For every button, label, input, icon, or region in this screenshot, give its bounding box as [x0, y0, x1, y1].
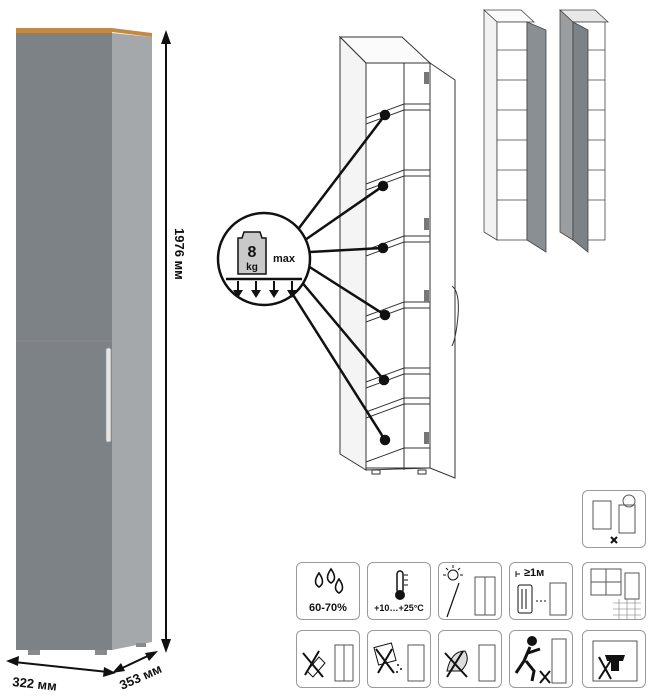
cabinet-lower-door [16, 342, 112, 650]
cabinet-foot [95, 650, 107, 655]
weight-number: 8 [248, 244, 257, 261]
width-dimension-arrow [6, 656, 116, 677]
small-view-white [482, 9, 547, 253]
max-label: max [273, 253, 296, 265]
humidity-label: 60-70% [309, 602, 347, 614]
no-climbing-icon [509, 630, 573, 688]
depth-dimension-arrow [112, 651, 158, 673]
cabinet-door-handle [105, 347, 112, 443]
open-door [429, 62, 456, 479]
no-wet-cleaning-icon [296, 630, 360, 688]
weight-icon [237, 231, 267, 275]
sunlight-icon [438, 562, 502, 620]
small-view-gray [558, 9, 610, 253]
cabinet-foot [136, 643, 146, 647]
wall-mount-icon [582, 490, 646, 548]
no-overload-icon [582, 630, 646, 688]
no-chemicals-icon [438, 630, 502, 688]
distance-label: ≥1м [524, 567, 545, 579]
heater-distance-icon: ≥1м [509, 562, 573, 620]
temperature-icon: +10…+25°C [367, 562, 431, 620]
cabinet-side-panel [112, 33, 152, 650]
height-dimension-arrow [161, 30, 171, 653]
temperature-label: +10…+25°C [374, 603, 424, 613]
cabinet-wood-top-front [16, 29, 112, 33]
no-abrasive-icon [367, 630, 431, 688]
cabinet-upper-door [16, 33, 112, 340]
weight-unit: kg [246, 262, 258, 273]
humidity-icon: 60-70% [296, 562, 360, 620]
cabinet-foot [28, 650, 40, 655]
down-arrows-icon [233, 281, 297, 298]
width-label: 322 мм [12, 674, 58, 694]
height-label: 1976 мм [172, 228, 187, 280]
indoor-use-icon [582, 562, 646, 620]
